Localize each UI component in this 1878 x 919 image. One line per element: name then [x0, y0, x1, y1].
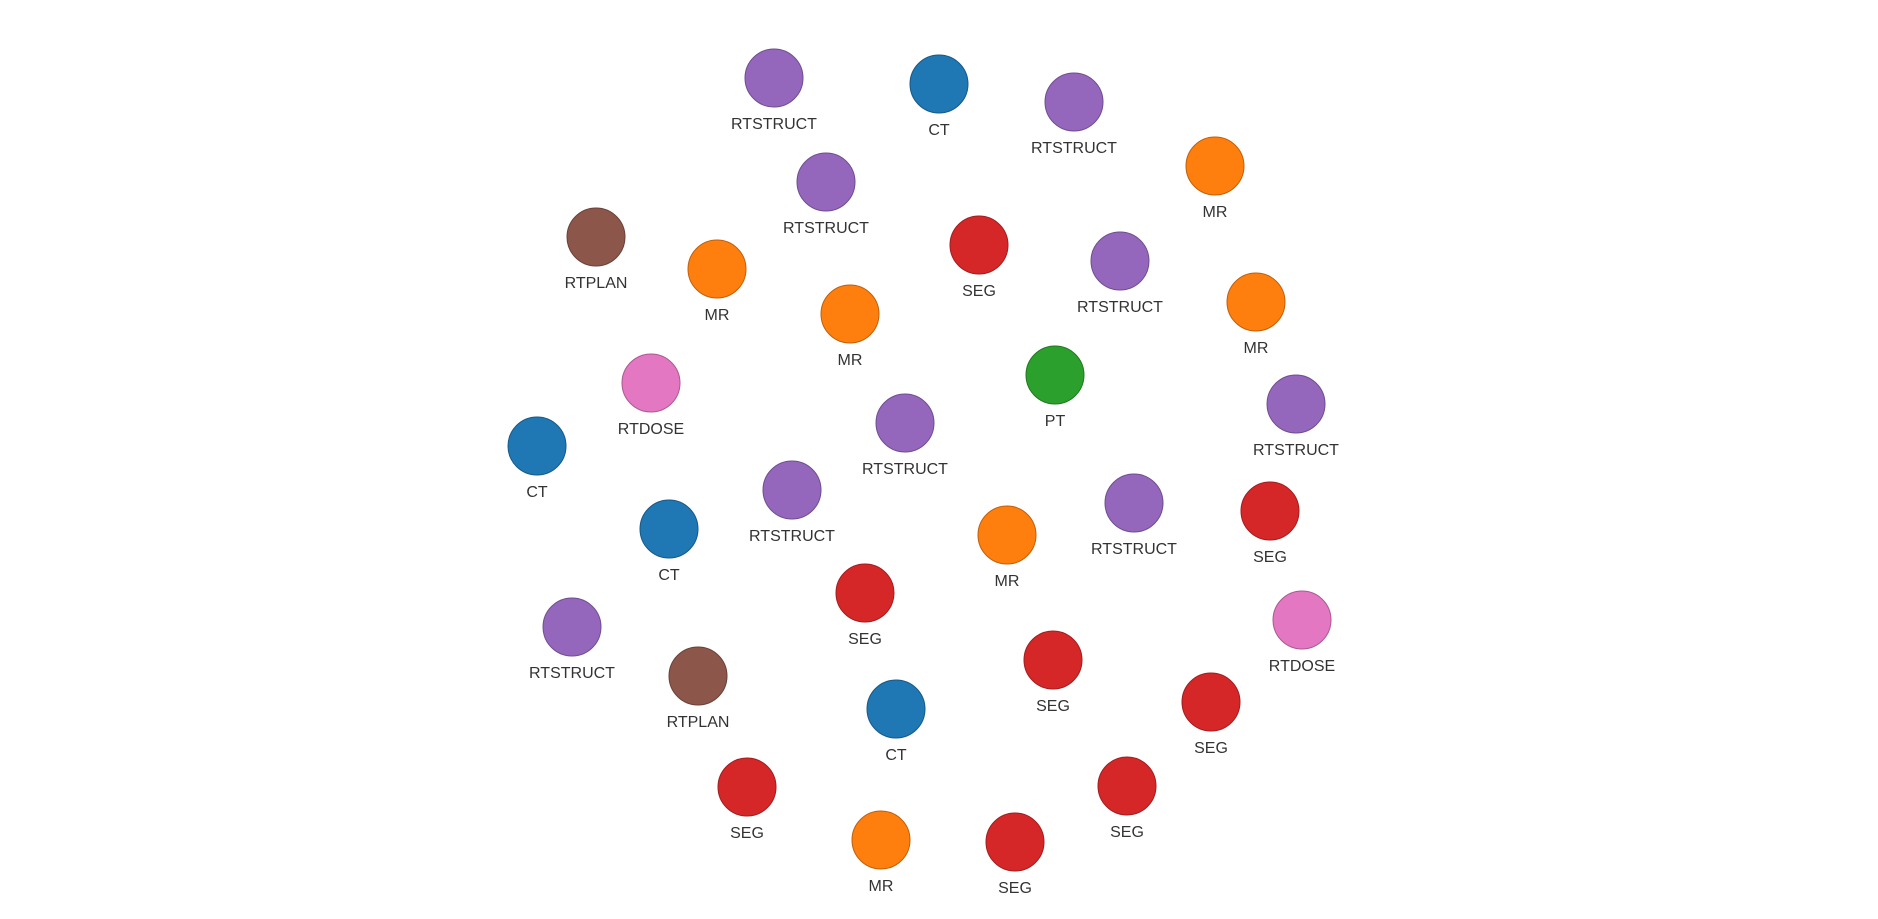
- node-circle[interactable]: [687, 239, 747, 299]
- node-label: SEG: [962, 283, 996, 300]
- node-label: SEG: [998, 880, 1032, 897]
- node-circle[interactable]: [1090, 231, 1150, 291]
- node-circle[interactable]: [1104, 473, 1164, 533]
- node-label: SEG: [730, 825, 764, 842]
- graph-node-seg[interactable]: SEG: [717, 757, 777, 842]
- node-label: MR: [838, 352, 863, 369]
- node-circle[interactable]: [566, 207, 626, 267]
- graph-node-rtplan[interactable]: RTPLAN: [667, 646, 730, 731]
- node-circle[interactable]: [762, 460, 822, 520]
- node-circle[interactable]: [866, 679, 926, 739]
- node-label: CT: [658, 567, 680, 584]
- node-circle[interactable]: [1240, 481, 1300, 541]
- graph-node-ct[interactable]: CT: [909, 54, 969, 139]
- node-circle[interactable]: [639, 499, 699, 559]
- graph-node-mr[interactable]: MR: [1185, 136, 1245, 221]
- node-label: RTSTRUCT: [1091, 541, 1177, 558]
- node-circle[interactable]: [851, 810, 911, 870]
- node-label: RTSTRUCT: [1253, 442, 1339, 459]
- graph-node-rtstruct[interactable]: RTSTRUCT: [1091, 473, 1177, 558]
- graph-node-mr[interactable]: MR: [687, 239, 747, 324]
- node-label: SEG: [1194, 740, 1228, 757]
- graph-node-rtstruct[interactable]: RTSTRUCT: [862, 393, 948, 478]
- node-circle[interactable]: [820, 284, 880, 344]
- node-label: RTSTRUCT: [731, 116, 817, 133]
- graph-node-mr[interactable]: MR: [820, 284, 880, 369]
- node-label: PT: [1045, 413, 1066, 430]
- graph-node-rtstruct[interactable]: RTSTRUCT: [1253, 374, 1339, 459]
- graph-node-rtstruct[interactable]: RTSTRUCT: [749, 460, 835, 545]
- node-circle[interactable]: [796, 152, 856, 212]
- node-circle[interactable]: [1044, 72, 1104, 132]
- node-label: RTDOSE: [1269, 658, 1335, 675]
- node-label: RTPLAN: [667, 714, 730, 731]
- node-label: RTSTRUCT: [862, 461, 948, 478]
- graph-node-rtstruct[interactable]: RTSTRUCT: [1077, 231, 1163, 316]
- node-circle[interactable]: [507, 416, 567, 476]
- node-circle[interactable]: [835, 563, 895, 623]
- node-circle[interactable]: [621, 353, 681, 413]
- node-circle[interactable]: [668, 646, 728, 706]
- graph-node-rtstruct[interactable]: RTSTRUCT: [1031, 72, 1117, 157]
- graph-node-seg[interactable]: SEG: [1023, 630, 1083, 715]
- node-circle[interactable]: [717, 757, 777, 817]
- node-label: MR: [869, 878, 894, 895]
- node-circle[interactable]: [1266, 374, 1326, 434]
- graph-node-seg[interactable]: SEG: [1181, 672, 1241, 757]
- node-circle[interactable]: [1025, 345, 1085, 405]
- node-label: SEG: [848, 631, 882, 648]
- graph-node-mr[interactable]: MR: [851, 810, 911, 895]
- node-label: RTSTRUCT: [749, 528, 835, 545]
- graph-node-rtstruct[interactable]: RTSTRUCT: [783, 152, 869, 237]
- graph-node-rtplan[interactable]: RTPLAN: [565, 207, 628, 292]
- node-label: CT: [526, 484, 548, 501]
- graph-node-seg[interactable]: SEG: [835, 563, 895, 648]
- graph-node-ct[interactable]: CT: [866, 679, 926, 764]
- node-label: MR: [1203, 204, 1228, 221]
- graph-node-rtstruct[interactable]: RTSTRUCT: [529, 597, 615, 682]
- node-circle[interactable]: [1272, 590, 1332, 650]
- node-circle[interactable]: [909, 54, 969, 114]
- graph-node-seg[interactable]: SEG: [949, 215, 1009, 300]
- node-circle[interactable]: [1185, 136, 1245, 196]
- node-circle[interactable]: [1226, 272, 1286, 332]
- graph-node-mr[interactable]: MR: [1226, 272, 1286, 357]
- node-label: RTSTRUCT: [529, 665, 615, 682]
- graph-node-pt[interactable]: PT: [1025, 345, 1085, 430]
- graph-node-ct[interactable]: CT: [639, 499, 699, 584]
- node-label: CT: [885, 747, 907, 764]
- node-label: SEG: [1253, 549, 1287, 566]
- node-circle[interactable]: [985, 812, 1045, 872]
- node-label: RTPLAN: [565, 275, 628, 292]
- node-circle[interactable]: [875, 393, 935, 453]
- node-label: RTSTRUCT: [783, 220, 869, 237]
- node-circle[interactable]: [1023, 630, 1083, 690]
- node-label: MR: [1244, 340, 1269, 357]
- node-circle[interactable]: [977, 505, 1037, 565]
- node-circle[interactable]: [744, 48, 804, 108]
- node-circle[interactable]: [1097, 756, 1157, 816]
- graph-node-seg[interactable]: SEG: [985, 812, 1045, 897]
- graph-node-rtdose[interactable]: RTDOSE: [1269, 590, 1335, 675]
- node-label: MR: [705, 307, 730, 324]
- node-circle[interactable]: [542, 597, 602, 657]
- node-label: CT: [928, 122, 950, 139]
- node-circle[interactable]: [1181, 672, 1241, 732]
- graph-node-rtstruct[interactable]: RTSTRUCT: [731, 48, 817, 133]
- node-circle[interactable]: [949, 215, 1009, 275]
- node-label: SEG: [1036, 698, 1070, 715]
- node-label: SEG: [1110, 824, 1144, 841]
- graph-node-seg[interactable]: SEG: [1240, 481, 1300, 566]
- node-label: RTSTRUCT: [1031, 140, 1117, 157]
- graph-node-rtdose[interactable]: RTDOSE: [618, 353, 684, 438]
- graph-node-ct[interactable]: CT: [507, 416, 567, 501]
- node-label: MR: [995, 573, 1020, 590]
- node-label: RTSTRUCT: [1077, 299, 1163, 316]
- graph-node-seg[interactable]: SEG: [1097, 756, 1157, 841]
- node-label: RTDOSE: [618, 421, 684, 438]
- graph-node-mr[interactable]: MR: [977, 505, 1037, 590]
